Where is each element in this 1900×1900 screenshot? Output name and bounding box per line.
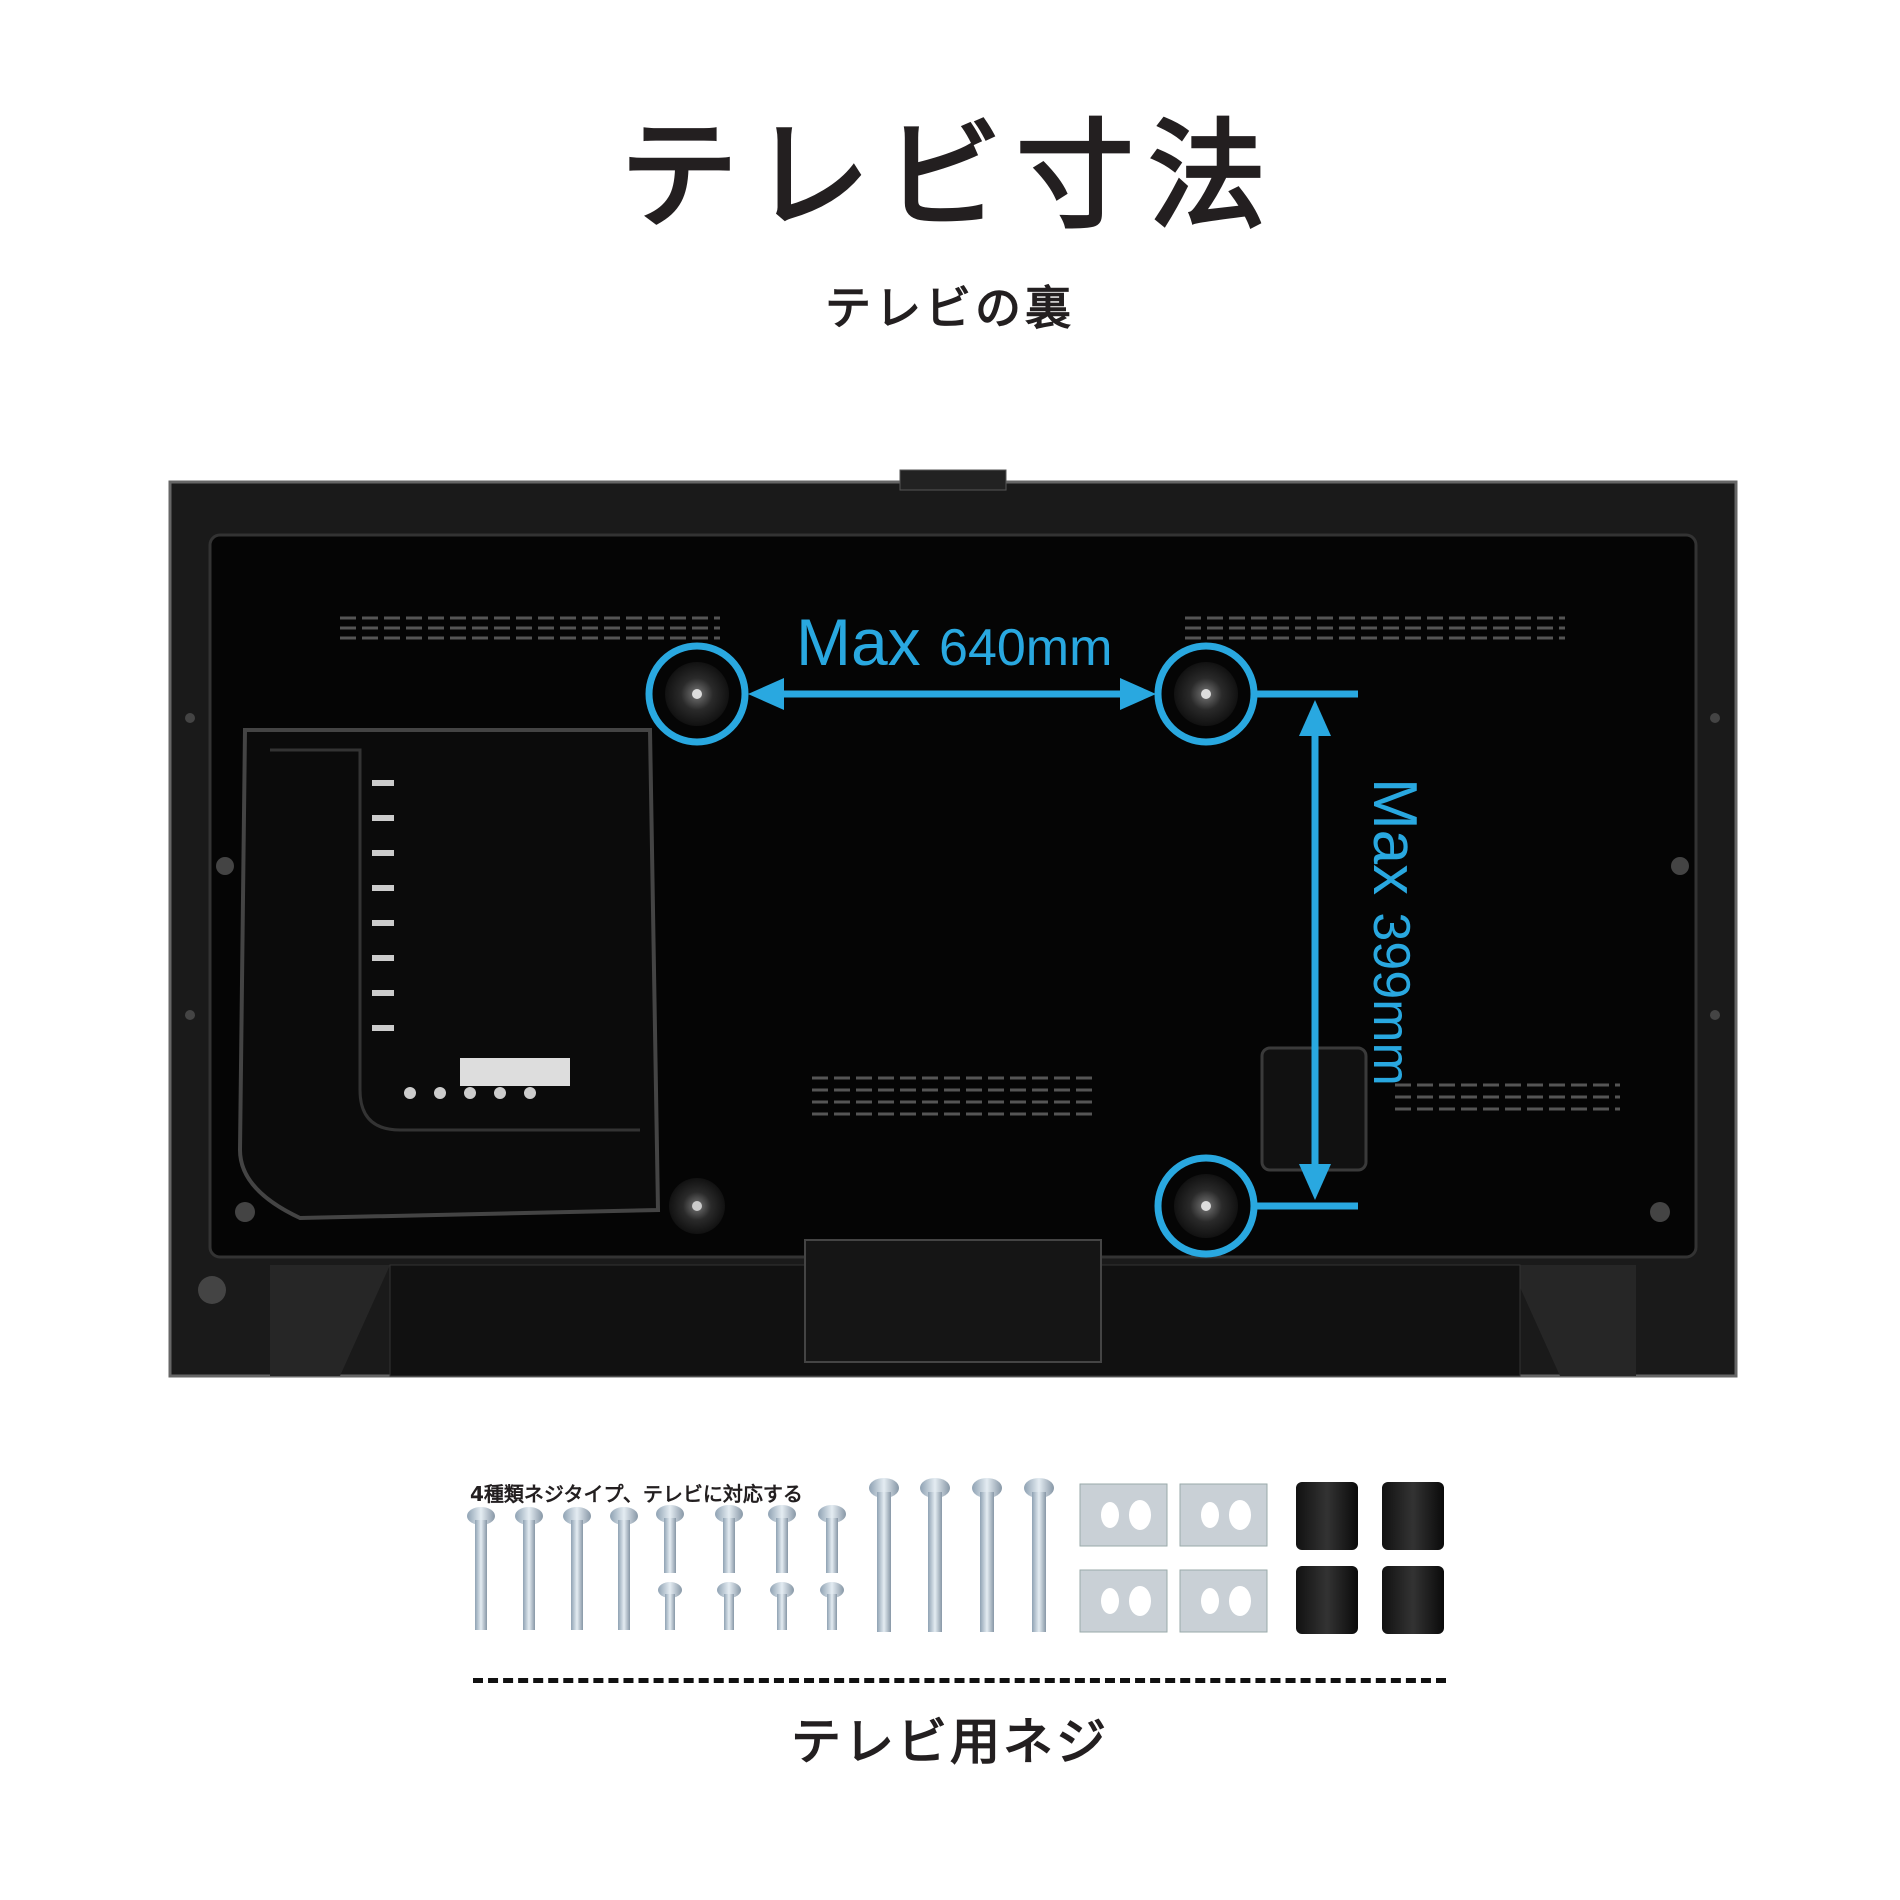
page-title: テレビ寸法 [619, 107, 1280, 245]
connector-panel [237, 728, 661, 1221]
stand-mount [804, 1239, 1102, 1363]
mount-circle [645, 642, 749, 746]
vesa-mount-holes [665, 662, 1238, 1238]
page-subtitle: テレビの裏 [825, 281, 1075, 335]
dim-prefix: Max [796, 605, 921, 679]
horizontal-dimension-label: Max 640mm [796, 604, 1112, 680]
dimension-annotations [645, 642, 1358, 1258]
dim-value: 640mm [939, 619, 1113, 677]
screw-kit-label: テレビ用ネジ [791, 1713, 1109, 1771]
screw-kit-caption: 4種類ネジタイプ、テレビに対応する [470, 1482, 803, 1506]
screws [467, 1478, 1054, 1632]
spacer-plates [1079, 1483, 1268, 1633]
rubber-spacers [1296, 1482, 1444, 1634]
screw-kit-illustration [467, 1478, 1444, 1634]
dashed-divider [473, 1678, 1446, 1683]
tv-back-illustration [168, 469, 1738, 1378]
